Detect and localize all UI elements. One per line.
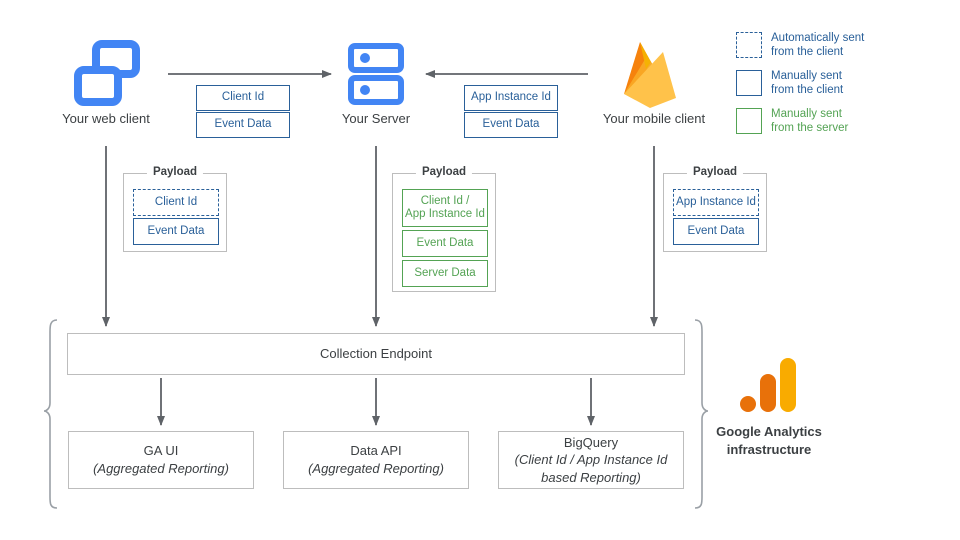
infrastructure-label-line2: infrastructure	[726, 441, 812, 457]
legend-swatch-solid-green-icon	[736, 107, 762, 134]
legend-label-manual-server-line1: Manually sent	[771, 107, 842, 120]
server-payload-item-event-data: Event Data	[402, 230, 488, 257]
transport-label-event-data: Event Data	[196, 112, 290, 138]
mobile-client-label: Your mobile client	[602, 111, 706, 126]
legend-swatch-dashed-blue-icon	[736, 32, 762, 59]
legend-label-automatic-client: Automatically sent from the client	[771, 31, 864, 60]
transport-label-client-id: Client Id	[196, 85, 290, 111]
firebase-icon	[624, 42, 676, 108]
transport-label-event-data-mobile: Event Data	[464, 112, 558, 138]
server-payload-item-ids: Client Id / App Instance Id	[402, 189, 488, 227]
infrastructure-brace-left	[43, 319, 58, 509]
server-icon	[348, 43, 404, 105]
google-analytics-logo	[740, 358, 796, 412]
output-title-ga-ui: GA UI	[143, 443, 179, 459]
output-subtitle-bigquery: (Client Id / App Instance Id based Repor…	[514, 452, 668, 485]
web-client-icon	[74, 40, 140, 106]
server-payload-title: Payload	[415, 166, 473, 178]
server-payload-group: Payload Client Id / App Instance Id Even…	[392, 166, 496, 292]
legend-label-manual-client: Manually sent from the client	[771, 69, 843, 98]
legend-label-automatic-client-line2: from the client	[771, 46, 844, 59]
legend-item-automatic-client: Automatically sent from the client	[736, 31, 946, 60]
web-payload-group: Payload Client Id Event Data	[123, 166, 227, 252]
legend-label-manual-client-line2: from the client	[771, 84, 844, 97]
legend-item-manual-server: Manually sent from the server	[736, 107, 946, 136]
mobile-payload-group: Payload App Instance Id Event Data	[663, 166, 767, 252]
infrastructure-label-line1: Google Analytics	[716, 424, 822, 439]
output-subtitle-data-api: (Aggregated Reporting)	[308, 461, 444, 476]
mobile-payload-item-app-instance-id: App Instance Id	[673, 189, 759, 216]
output-subtitle-ga-ui: (Aggregated Reporting)	[93, 461, 229, 476]
server-payload-item-server-data: Server Data	[402, 260, 488, 287]
output-box-data-api: Data API (Aggregated Reporting)	[283, 431, 469, 489]
legend-swatch-solid-blue-icon	[736, 70, 762, 97]
web-client-label: Your web client	[62, 111, 150, 126]
infrastructure-label: Google Analytics infrastructure	[690, 423, 848, 458]
web-payload-item-client-id: Client Id	[133, 189, 219, 216]
legend-label-manual-server-line2: from the server	[771, 121, 849, 134]
infrastructure-brace-right	[694, 319, 709, 509]
legend-label-manual-client-line1: Manually sent	[771, 69, 842, 82]
transport-label-app-instance-id: App Instance Id	[464, 85, 558, 111]
output-title-data-api: Data API	[350, 443, 402, 459]
collection-endpoint-box: Collection Endpoint	[67, 333, 685, 375]
legend-label-manual-server: Manually sent from the server	[771, 107, 848, 136]
legend: Automatically sent from the client Manua…	[736, 31, 946, 135]
collection-endpoint-label: Collection Endpoint	[319, 346, 433, 362]
web-payload-title: Payload	[146, 166, 204, 178]
mobile-payload-title: Payload	[686, 166, 744, 178]
legend-label-automatic-client-line1: Automatically sent	[771, 32, 865, 44]
web-payload-item-event-data: Event Data	[133, 218, 219, 245]
server-label: Your Server	[341, 111, 411, 126]
output-box-bigquery: BigQuery (Client Id / App Instance Id ba…	[498, 431, 684, 489]
output-box-ga-ui: GA UI (Aggregated Reporting)	[68, 431, 254, 489]
output-title-bigquery: BigQuery	[563, 434, 619, 450]
mobile-payload-item-event-data: Event Data	[673, 218, 759, 245]
legend-item-manual-client: Manually sent from the client	[736, 69, 946, 98]
